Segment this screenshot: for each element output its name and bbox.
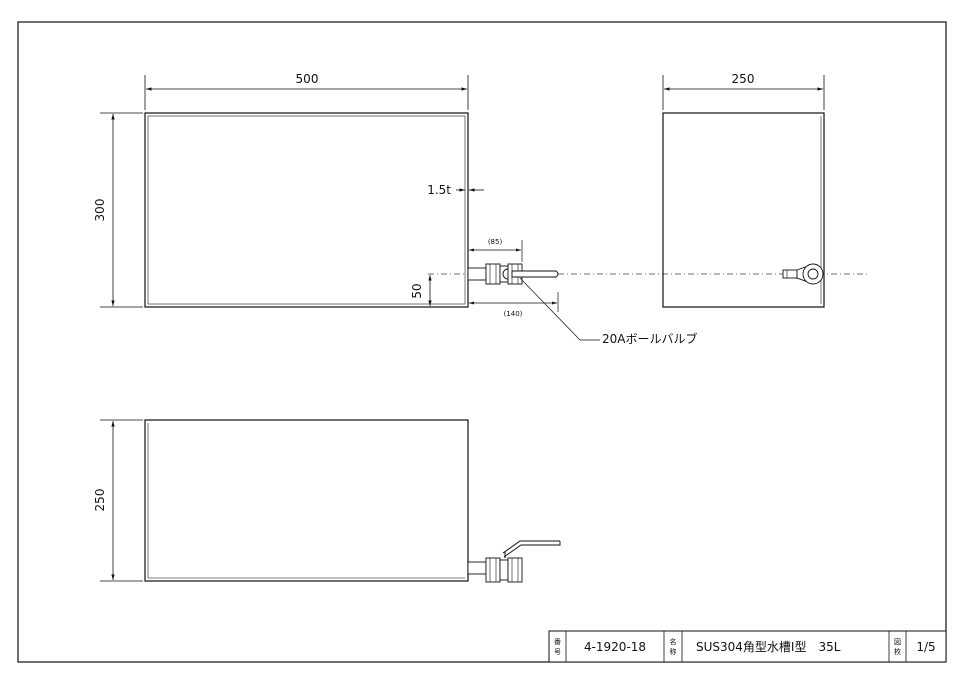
dim-thickness-label: 1.5t: [427, 183, 451, 197]
valve-callout-label: 20Aボールバルブ: [602, 331, 697, 346]
tb-number-key-1: 番: [554, 638, 561, 646]
dim-side-width-label: 250: [732, 72, 755, 86]
ball-valve-front: [467, 263, 559, 285]
ball-valve-top: [467, 540, 561, 583]
top-tank-outer: [144, 419, 469, 582]
side-tank-outer: [662, 112, 825, 308]
front-tank-outer: [144, 112, 469, 308]
tb-name-value: SUS304角型水槽Ⅰ型 35L: [696, 640, 841, 654]
dim-valve-height-label: 50: [410, 283, 424, 298]
front-tank-inner: [147, 115, 466, 305]
tb-name-key-1: 名: [670, 637, 677, 646]
ball-valve-side: [782, 263, 824, 285]
tb-number-key-2: 号: [554, 648, 561, 656]
tb-sheet-value: 1/5: [916, 640, 935, 654]
dim-valve-length-label: (85): [488, 238, 503, 246]
dim-front-height-label: 300: [93, 199, 107, 222]
sheet-border: [17, 21, 947, 663]
dim-valve-offset-label: (140): [504, 310, 523, 318]
dim-top-depth-label: 250: [93, 489, 107, 512]
side-view: 250: [662, 72, 825, 308]
title-block: 番 号 4-1920-18 名 称 SUS304角型水槽Ⅰ型 35L 図 枚 1…: [548, 630, 947, 663]
tb-number-value: 4-1920-18: [584, 640, 646, 654]
tb-sheet-key-2: 枚: [894, 647, 901, 656]
tb-sheet-key-1: 図: [894, 638, 901, 646]
tb-name-key-2: 称: [670, 647, 677, 656]
title-block-frame: [548, 630, 947, 663]
dim-front-width-label: 500: [296, 72, 319, 86]
callout-leader: [519, 277, 600, 341]
top-view: 250: [93, 419, 561, 583]
